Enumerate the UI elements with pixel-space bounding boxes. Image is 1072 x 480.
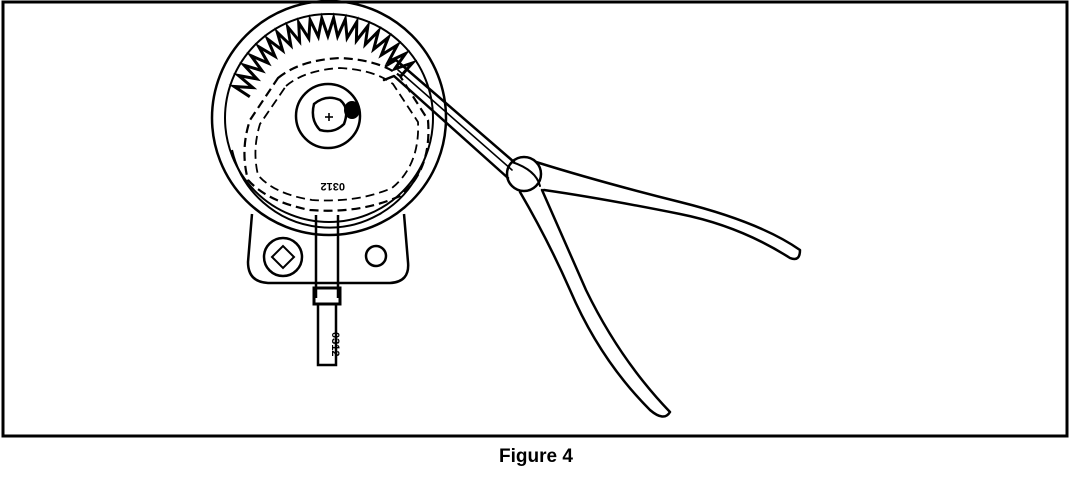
motor-housing	[210, 0, 448, 285]
pliers-jaw-lower	[382, 74, 510, 180]
mounting-hole-left	[262, 236, 304, 278]
housing-rim-lip	[231, 149, 421, 229]
housing-outer-rim	[210, 0, 448, 237]
needle-nose-pliers	[382, 58, 802, 418]
pliers-handle-lower	[518, 188, 672, 418]
gear-part-marking: 0312	[321, 180, 345, 192]
hub-center-mark	[325, 113, 333, 121]
mounting-hole-right	[364, 244, 388, 268]
mounting-flange	[246, 213, 410, 285]
gear-teeth	[228, 12, 418, 99]
shaft-part-marking: 0312	[329, 332, 341, 356]
sector-gear	[243, 56, 430, 212]
figure-border	[1, 0, 1069, 438]
figure-illustration: 0312 0312	[1, 0, 1069, 438]
housing-inner-rim	[224, 13, 434, 223]
pliers-handle-upper	[534, 160, 802, 261]
drive-pin	[344, 101, 360, 119]
output-shaft	[312, 215, 342, 367]
figure-caption: Figure 4	[499, 446, 573, 467]
pliers-pivot	[505, 155, 543, 193]
pliers-jaw-upper	[384, 58, 516, 164]
gear-hub	[294, 82, 362, 150]
